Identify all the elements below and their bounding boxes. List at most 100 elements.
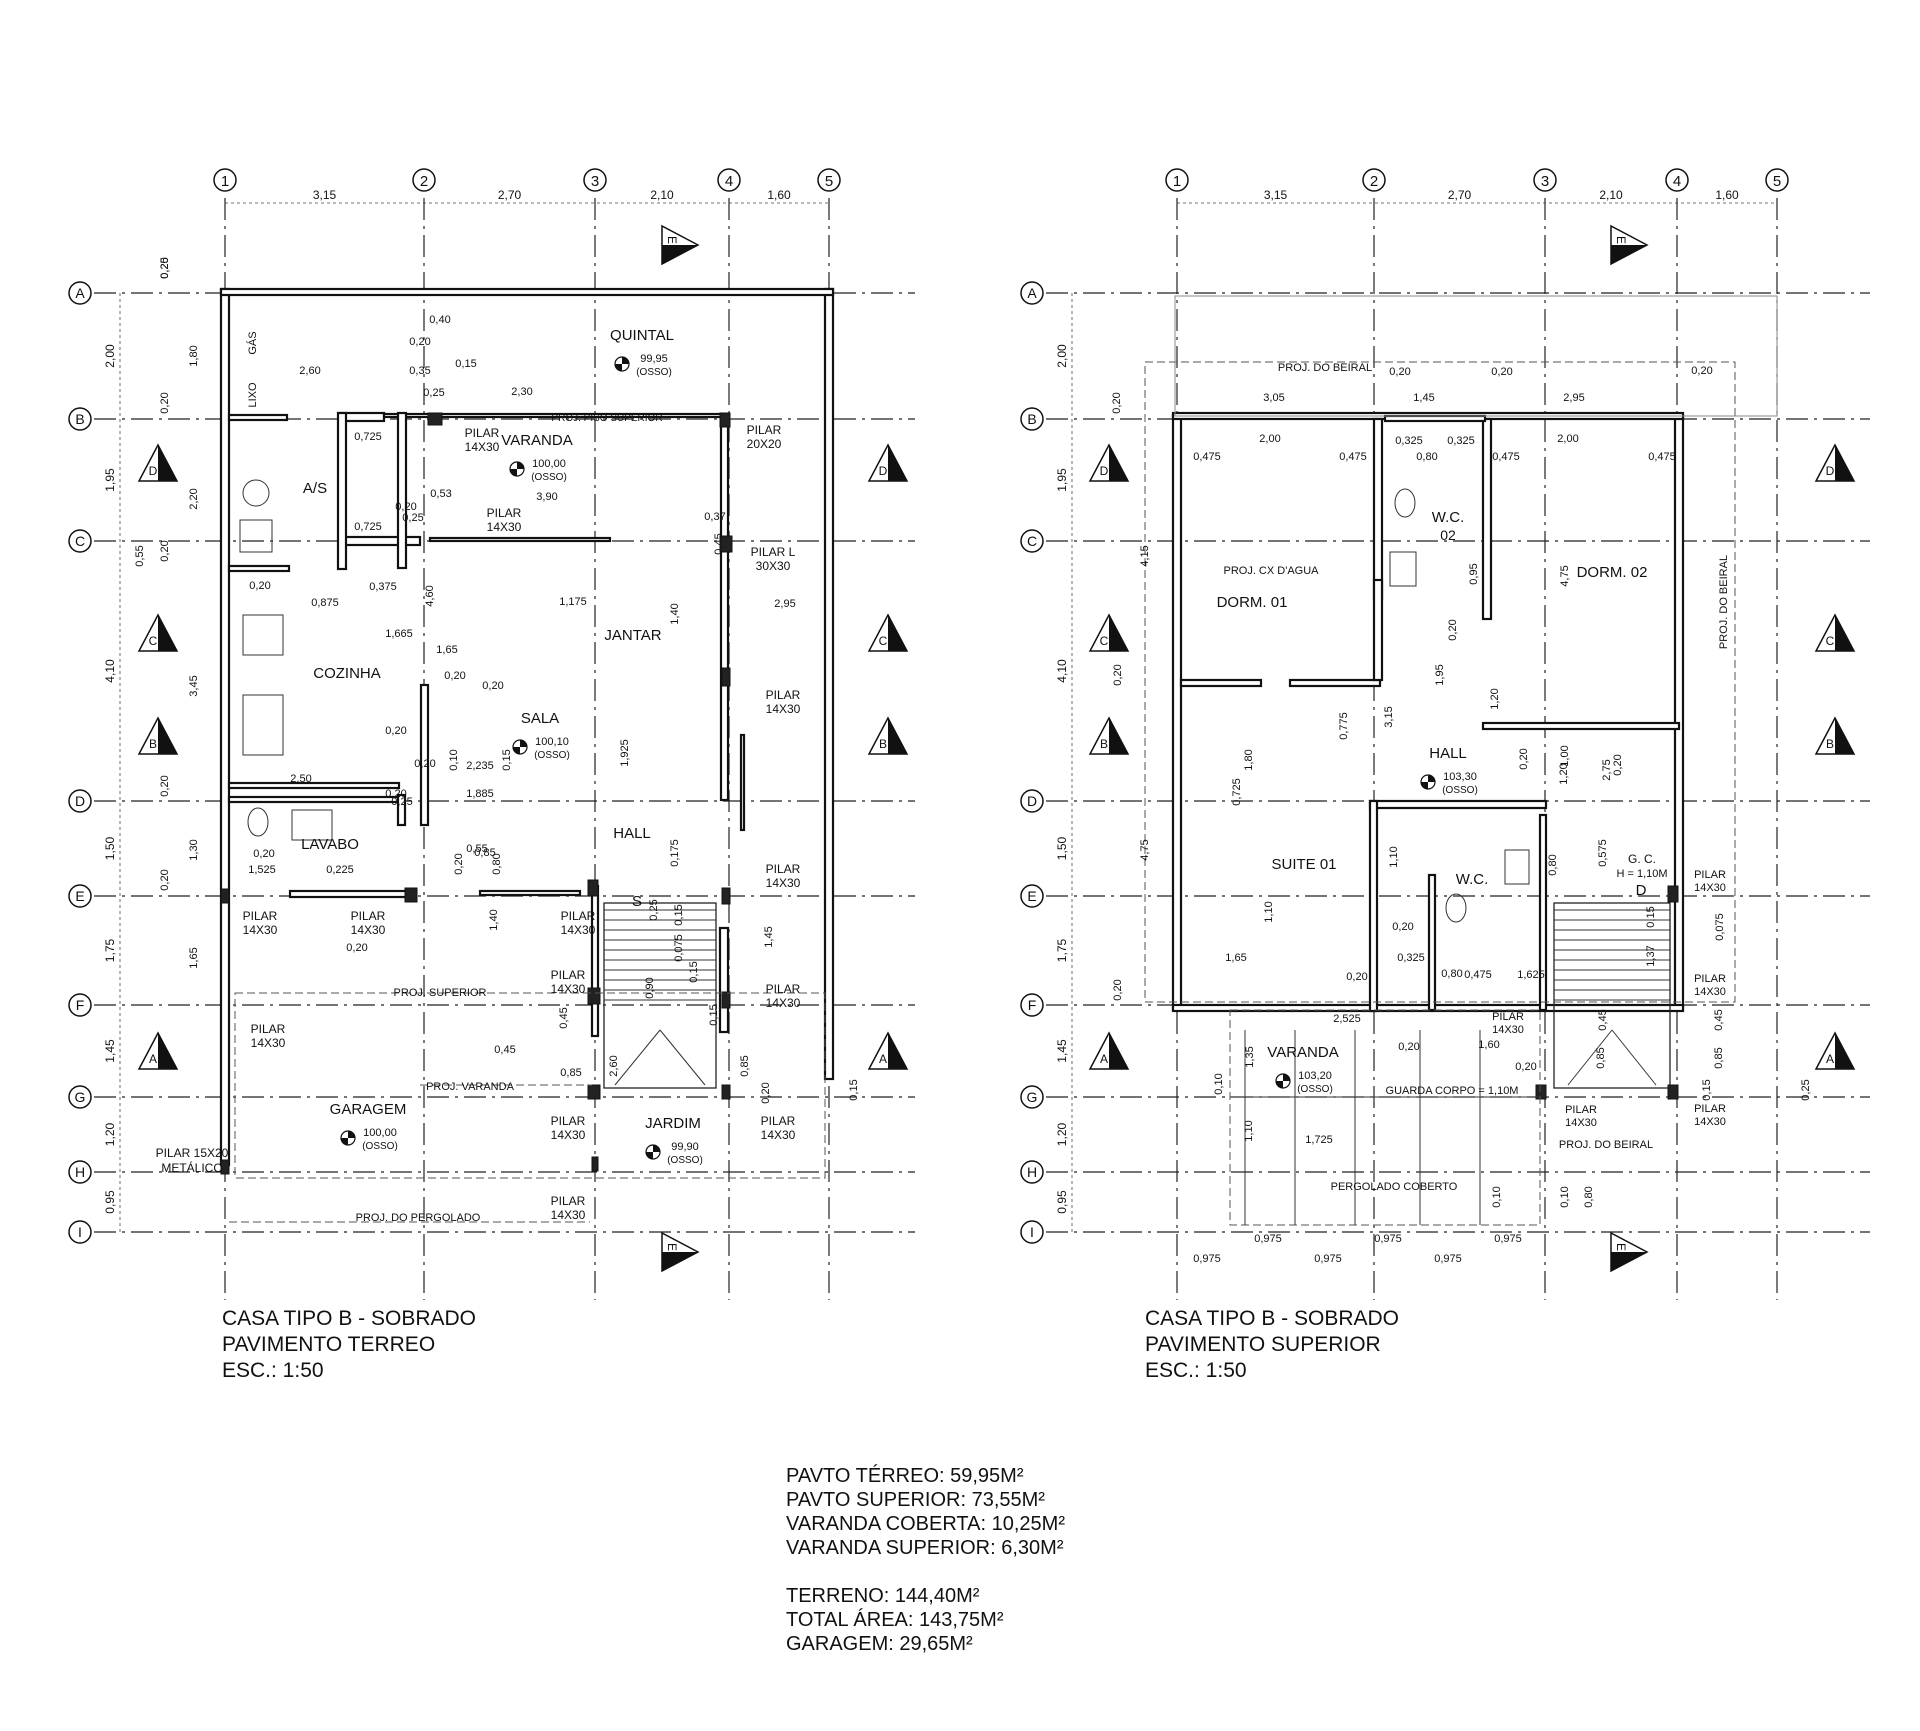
dimension-text: 1,65: [1225, 952, 1246, 964]
section-letter: C: [879, 634, 888, 648]
wall-segment: [1538, 813, 1548, 1012]
axis-bubble: [1020, 1220, 1044, 1244]
axis-label: H: [1027, 1164, 1037, 1180]
wall-segment: [1481, 721, 1681, 731]
dimension-text: 0,20: [385, 725, 406, 737]
room-level-note: (OSSO): [1297, 1084, 1333, 1095]
projection-line: [234, 992, 826, 1179]
trash-label: LIXO: [247, 382, 259, 408]
pillar-label: PILAR: [243, 909, 278, 923]
dimension-text: 0,975: [1314, 1253, 1342, 1265]
axis-bubble: [717, 168, 741, 192]
section-mark: E: [1610, 1231, 1649, 1273]
room-level: 103,30: [1443, 771, 1477, 783]
axis-label: G: [1027, 1089, 1038, 1105]
level-marker-fill: [510, 462, 524, 476]
section-mark: C: [137, 613, 179, 652]
dimension-text: 0,20: [253, 848, 274, 860]
level-marker-fill: [646, 1145, 660, 1159]
axis-bubble: [1765, 168, 1789, 192]
dimension-text: 1,10: [1388, 846, 1400, 867]
axis-label: 1: [221, 173, 229, 190]
axis-bubble: [1020, 529, 1044, 553]
section-letter: A: [879, 1052, 887, 1066]
plan-annotations: QUINTAL99,95(OSSO)VARANDA100,00(OSSO)A/S…: [134, 257, 1812, 1265]
projection-label: PROJ. DO BEIRAL: [1559, 1139, 1653, 1151]
pillar-label: PILAR: [551, 968, 586, 982]
dimension-text: 0,875: [311, 597, 339, 609]
axis-label: D: [75, 793, 85, 809]
dimension-text: 0,45: [558, 1007, 570, 1028]
wall-segment: [1372, 417, 1384, 601]
title-line: CASA TIPO B - SOBRADO: [222, 1307, 477, 1330]
section-letter: E: [1614, 1243, 1628, 1251]
wall-segment: [1288, 678, 1382, 688]
dimension-text: 0,55: [466, 843, 487, 855]
dimension-text: 0,37: [704, 511, 725, 523]
dimension-text: 2,00: [1259, 433, 1280, 445]
axis-bubble: [1020, 281, 1044, 305]
section-mark: E: [661, 1231, 700, 1273]
section-letter: C: [1826, 634, 1835, 648]
axis-label: G: [75, 1089, 86, 1105]
dimension-text: 1,725: [1305, 1134, 1333, 1146]
dimension-text: 2,70: [1448, 188, 1472, 202]
dimension-text: 1,175: [559, 596, 587, 608]
pillar: [220, 1159, 230, 1175]
toilet: [247, 807, 269, 837]
room-level-note: (OSSO): [534, 750, 570, 761]
pillar-label: PILAR L: [751, 545, 796, 559]
room-level: 103,20: [1298, 1070, 1332, 1082]
pillar-label: 14X30: [1694, 986, 1726, 998]
room-name: SUITE 01: [1271, 856, 1336, 873]
wall-segment: [823, 287, 835, 1081]
projection-label: PROJ. VARANDA: [426, 1081, 514, 1093]
section-mark: E: [1610, 224, 1649, 266]
dimension-text: 0,25: [391, 796, 412, 808]
dimension-text: 1,10: [1263, 901, 1275, 922]
dimension-text: 0,325: [1397, 952, 1425, 964]
dimension-text: 1,10: [1243, 1120, 1255, 1141]
dimension-text: 0,80: [1583, 1186, 1595, 1207]
dimension-text: 0,975: [1374, 1233, 1402, 1245]
area-line: VARANDA COBERTA: 10,25M²: [786, 1513, 1065, 1535]
dimension-text: 2,00: [1055, 344, 1069, 368]
room-name: HALL: [613, 825, 651, 842]
dimension-text: 2,75: [1601, 759, 1613, 780]
dimension-text: 0,90: [644, 977, 656, 998]
dimension-text: 2,10: [650, 188, 674, 202]
axis-bubble: [1665, 168, 1689, 192]
pillar-label: 14X30: [766, 996, 801, 1010]
axis-label: B: [1027, 411, 1036, 427]
wall-segment: [338, 535, 422, 547]
dimension-text: 1,20: [1489, 688, 1501, 709]
dimension-text: 4,75: [1139, 839, 1151, 860]
dimension-text: 0,95: [1468, 563, 1480, 584]
projection-label: PROJ. PISO SUPERIOR: [551, 413, 662, 424]
outline: [1174, 295, 1778, 417]
dimension-text: 1,37: [1645, 945, 1657, 966]
title-line: ESC.: 1:50: [1145, 1359, 1247, 1382]
dimension-text: 0,85: [474, 847, 495, 859]
wall-segment: [288, 889, 412, 899]
section-fill: [1109, 615, 1128, 651]
section-mark: B: [137, 716, 179, 755]
toilet: [1394, 488, 1416, 518]
pillar-label: PILAR: [766, 688, 801, 702]
dimension-text: 0,80: [1547, 854, 1559, 875]
section-fill: [888, 718, 907, 754]
axis-label: 3: [1541, 173, 1549, 190]
dimension-text: 1,40: [488, 909, 500, 930]
axis-bubble: [1020, 884, 1044, 908]
wall-segment: [719, 413, 730, 802]
room-level-note: (OSSO): [667, 1155, 703, 1166]
dimension-text: 0,20: [409, 336, 430, 348]
room-name: LAVABO: [301, 836, 359, 853]
dimension-text: 0,20: [346, 942, 367, 954]
pillar-label: 14X30: [1694, 882, 1726, 894]
dimension-text: 2,50: [290, 773, 311, 785]
basin: [291, 809, 333, 841]
dimension-text: 2,60: [608, 1055, 620, 1076]
room-name: JANTAR: [604, 627, 661, 644]
dimension-text: 0,20: [159, 392, 171, 413]
